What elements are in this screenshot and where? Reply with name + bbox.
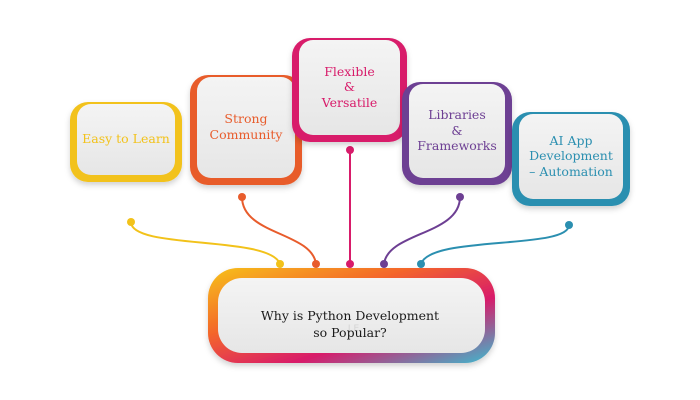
connector-dot-easy-to-learn bbox=[127, 218, 135, 226]
card-face-strong-community bbox=[197, 77, 295, 178]
connector-strong-community bbox=[241, 196, 317, 265]
connector-dot-strong-community bbox=[238, 193, 246, 201]
card-flexible-versatile bbox=[292, 38, 407, 142]
card-face-flexible-versatile bbox=[299, 40, 400, 135]
connector-libraries-frameworks bbox=[383, 196, 461, 265]
card-face-easy-to-learn bbox=[77, 104, 175, 175]
card-label-libraries-frameworks: Libraries & Frameworks bbox=[417, 107, 497, 154]
center-box bbox=[208, 268, 495, 363]
connector-dot-ai-app-development bbox=[565, 221, 573, 229]
card-face-libraries-frameworks bbox=[409, 84, 505, 178]
connector-dot-flexible-versatile bbox=[346, 146, 354, 154]
cards-layer bbox=[70, 38, 630, 206]
center-title-line1: Why is Python Development bbox=[260, 308, 440, 324]
card-ai-app-development bbox=[512, 112, 630, 206]
watermark: IE bbox=[347, 324, 363, 334]
connector-end-dot-libraries-frameworks bbox=[380, 260, 388, 268]
connector-ai-app-development bbox=[420, 224, 570, 265]
card-label-ai-app-development: AI App Development – Automation bbox=[529, 132, 613, 179]
connector-lines bbox=[127, 146, 573, 268]
card-libraries-frameworks bbox=[402, 82, 512, 185]
connector-end-dot-strong-community bbox=[312, 260, 320, 268]
card-easy-to-learn bbox=[70, 102, 182, 182]
card-face-ai-app-development bbox=[519, 114, 623, 199]
card-label-strong-community: Strong Community bbox=[209, 111, 283, 142]
connector-end-dot-easy-to-learn bbox=[276, 260, 284, 268]
connector-easy-to-learn bbox=[130, 221, 281, 265]
center-title-line2: so Popular? bbox=[313, 325, 387, 340]
card-label-easy-to-learn: Easy to Learn bbox=[82, 131, 170, 147]
connector-dot-libraries-frameworks bbox=[456, 193, 464, 201]
connector-end-dot-ai-app-development bbox=[417, 260, 425, 268]
center-title: Why is Python Development so Popular? bbox=[250, 302, 450, 348]
card-label-flexible-versatile: Flexible & Versatile bbox=[321, 63, 378, 110]
card-strong-community bbox=[190, 75, 302, 185]
connector-end-dot-flexible-versatile bbox=[346, 260, 354, 268]
